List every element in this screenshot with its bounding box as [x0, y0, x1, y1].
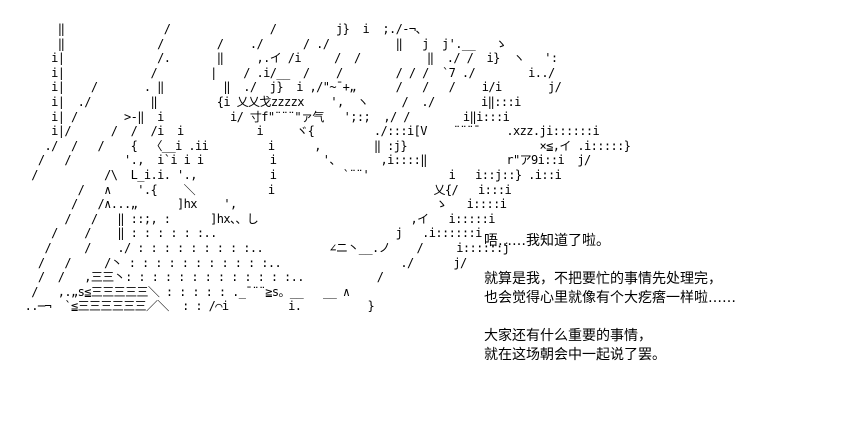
ascii-art-line: ‖ / / j} i ;./‐¬、: [18, 22, 428, 36]
dialogue-gap: [484, 251, 854, 270]
ascii-art-line: i|/ / / /i i i ヾ{ ./:::i[V ¨¨¨ˉ .xzz.ji:…: [18, 124, 600, 139]
dialogue-gap: [484, 308, 854, 327]
ascii-art-line: / /∧...„ ]hx ', ゝ i::::i: [18, 197, 507, 212]
ascii-art-line: / / ‖ : : : : : :.. j .i::::::i: [18, 226, 482, 241]
ascii-art-line: / / ./ : : : : : : : : :.. ∠ニ丶__.ノ / i::…: [18, 240, 510, 255]
dialogue-line: 也会觉得心里就像有个大疙瘩一样啦……: [484, 290, 736, 306]
ascii-art-figure: ‖ / / j} i ;./‐¬、 ‖ / / ./ / ./ ‖ j j'._…: [18, 22, 631, 314]
ascii-art-line: i| / | / .i/__ / / / / / `7 ./ i../: [18, 65, 555, 80]
ascii-art-line: ./ / / { 〈__i .ii i , ‖ :j} ×≦,イ .i:::::…: [18, 138, 631, 153]
dialogue-text: 唔……我知道了啦。就算是我，不把要忙的事情先处理完， 也会觉得心里就像有个大疙瘩一…: [484, 232, 854, 365]
ascii-art-line: i| / >‐‖ i i/ 寸f"¨¨¨"ァ气 ';:; ,/ / i‖i:::…: [18, 109, 510, 124]
ascii-art-line: / / ‖ ::;, : ]hx、、し ,イ i:::::i: [18, 211, 495, 226]
ascii-art-line: i| / . ‖ ‖ ./ j} i ,/"~ˉ+„ / / / i/i j/: [18, 80, 562, 95]
ascii-art-line: ..─¬ `≦三三三三三三／＼ : : /⌒i i. }: [18, 299, 375, 314]
ascii-art-line: / ,.„s≦三三三三三＼ : : : : : ._ˉ¨¨≧s。__ __ ∧: [18, 284, 350, 299]
dialogue-line: 唔……我知道了啦。: [484, 233, 610, 249]
dialogue-line: 就在这场朝会中一起说了罢。: [484, 347, 666, 363]
ascii-art-line: / / /丶 : : : : : : : : : : :.. ./ j/: [18, 255, 467, 270]
ascii-art-line: i| /. ‖ ,.イ /i / / ‖ ./ / i} ヽ ':: [18, 51, 558, 66]
ascii-art-line: / /\ L_i.i. '., i `¨¨' i i::j::} .i::i: [18, 167, 562, 182]
ascii-art-line: i| ./ ‖ {i 乂乂戈zzzzx ', ヽ / ./ i‖:::i: [18, 94, 521, 109]
dialogue-line: 大家还有什么重要的事情，: [484, 328, 652, 344]
ascii-art-line: / ∧ '.{ ＼ i 乂{/ i:::i: [18, 182, 512, 197]
dialogue-line: 就算是我，不把要忙的事情先处理完，: [484, 271, 722, 287]
ascii-art-line: ‖ / / ./ / ./ ‖ j j'.__ ゝ: [18, 36, 507, 51]
ascii-art-line: / / ,三三丶: : : : : : : : : : : : :.. /: [18, 270, 384, 285]
ascii-art-line: / / '., i`i i i i '、 ,i::::‖ r"ア9i::i j/: [18, 153, 591, 168]
